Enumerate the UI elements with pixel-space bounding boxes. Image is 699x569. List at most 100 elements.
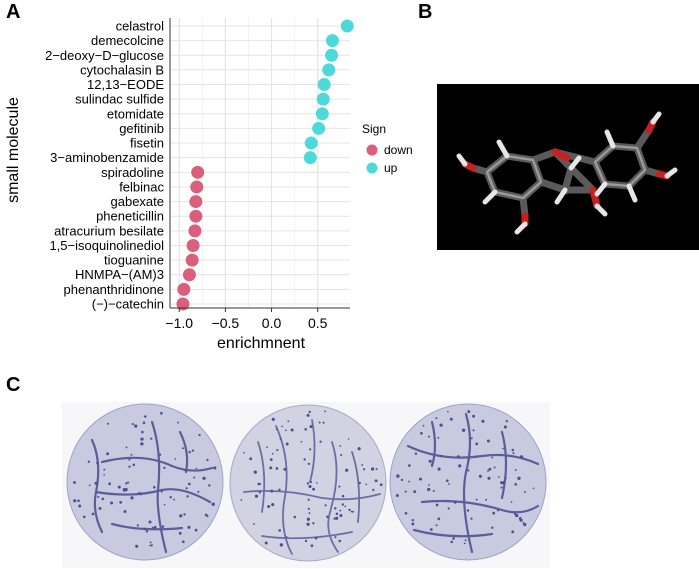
nucleus-dot-28: [153, 525, 157, 529]
nucleus-dot-143: [267, 504, 271, 509]
point-19: [176, 297, 190, 311]
nucleus-dot-213: [510, 501, 513, 503]
nucleus-dot-255: [447, 507, 450, 510]
nucleus-dot-68: [195, 467, 198, 470]
nucleus-dot-105: [293, 515, 297, 519]
nucleus-dot-107: [279, 438, 282, 440]
nucleus-dot-71: [191, 449, 195, 452]
nucleus-dot-147: [351, 510, 355, 513]
y-tick-label-5: sulindac sulfide: [75, 92, 164, 107]
nucleus-dot-51: [139, 492, 143, 496]
nucleus-dot-231: [411, 519, 414, 522]
nucleus-dot-66: [130, 453, 133, 456]
y-tick-label-7: gefitinib: [119, 121, 164, 136]
nucleus-dot-65: [204, 477, 206, 480]
nucleus-dot-173: [306, 413, 310, 417]
point-7: [312, 121, 326, 135]
y-tick-label-18: phenanthridinone: [64, 282, 164, 297]
nucleus-dot-227: [400, 478, 404, 482]
nucleus-dot-21: [94, 481, 98, 485]
y-tick-label-1: demecolcine: [91, 33, 164, 48]
nucleus-dot-81: [197, 490, 200, 493]
nucleus-dot-12: [103, 468, 106, 471]
nucleus-dot-195: [505, 477, 507, 479]
nucleus-dot-166: [319, 440, 322, 443]
data-points: [176, 19, 354, 311]
nucleus-dot-191: [467, 410, 471, 414]
nucleus-dot-10: [125, 446, 128, 449]
nucleus-dot-109: [365, 483, 368, 486]
point-14: [188, 224, 202, 238]
nucleus-dot-206: [470, 437, 473, 440]
y-tick-label-2: 2−deoxy−D−glucose: [45, 48, 164, 63]
nucleus-dot-33: [117, 485, 121, 489]
nucleus-dot-160: [345, 468, 349, 472]
nucleus-dot-76: [138, 491, 140, 494]
nucleus-dot-263: [463, 542, 466, 545]
nucleus-dot-215: [493, 466, 496, 469]
nucleus-dot-200: [413, 490, 417, 494]
nucleus-dot-144: [338, 539, 342, 543]
nucleus-dot-155: [315, 482, 318, 484]
nucleus-dot-245: [464, 539, 467, 542]
nucleus-dot-91: [283, 467, 287, 471]
nucleus-dot-16: [106, 452, 110, 456]
nucleus-dot-129: [304, 539, 308, 543]
nucleus-dot-204: [496, 509, 500, 512]
nucleus-dot-47: [140, 437, 144, 441]
nucleus-dot-3: [110, 501, 114, 505]
nucleus-dot-39: [177, 421, 179, 424]
nucleus-dot-52: [101, 497, 105, 501]
nucleus-dot-243: [408, 464, 411, 467]
nucleus-dot-102: [264, 541, 268, 545]
nucleus-dot-85: [206, 458, 209, 462]
nucleus-dot-60: [124, 487, 128, 492]
nucleus-dot-223: [430, 464, 433, 467]
nucleus-dot-40: [127, 481, 130, 484]
nucleus-dot-1: [145, 529, 149, 533]
nucleus-dot-220: [435, 417, 438, 420]
nucleus-dot-99: [339, 445, 342, 447]
y-tick-label-12: gabexate: [111, 194, 165, 209]
nucleus-dot-268: [432, 490, 435, 492]
nucleus-dot-104: [278, 488, 281, 492]
nucleus-dot-45: [183, 513, 186, 516]
nucleus-dot-251: [458, 464, 462, 468]
nucleus-dot-252: [439, 423, 443, 427]
nucleus-dot-226: [456, 455, 460, 459]
nucleus-dot-207: [485, 498, 488, 501]
x-tick-label-2: 0.0: [262, 315, 282, 331]
nucleus-dot-93: [278, 529, 282, 532]
nucleus-dot-98: [308, 410, 311, 414]
tissue-core-1: [66, 403, 224, 561]
nucleus-dot-257: [514, 483, 517, 486]
nucleus-dot-57: [98, 506, 102, 510]
nucleus-dot-183: [445, 479, 449, 483]
nucleus-dot-159: [249, 457, 253, 461]
nucleus-dot-233: [491, 526, 494, 529]
nucleus-dot-205: [511, 448, 515, 452]
nucleus-dot-171: [290, 428, 294, 432]
nucleus-dot-5: [149, 541, 152, 544]
tissue-core-3: [389, 403, 547, 561]
nucleus-dot-123: [324, 504, 327, 507]
nucleus-dot-247: [514, 468, 517, 471]
nucleus-dot-172: [269, 466, 273, 470]
y-tick-label-13: pheneticillin: [96, 209, 164, 224]
nucleus-dot-137: [257, 482, 260, 486]
nucleus-dot-88: [136, 524, 139, 527]
nucleus-dot-133: [303, 458, 306, 461]
nucleus-dot-156: [314, 536, 318, 540]
nucleus-dot-30: [187, 482, 191, 486]
nucleus-dot-208: [435, 503, 439, 507]
nucleus-dot-95: [304, 428, 307, 431]
nucleus-dot-7: [211, 502, 215, 506]
nucleus-dot-78: [163, 466, 166, 470]
nucleus-dot-219: [519, 455, 524, 459]
y-tick-label-6: etomidate: [107, 106, 164, 121]
nucleus-dot-67: [103, 473, 105, 476]
nucleus-dot-259: [437, 436, 440, 439]
nucleus-dot-49: [130, 496, 134, 500]
nucleus-dot-197: [487, 469, 490, 472]
nucleus-dot-48: [131, 423, 134, 426]
